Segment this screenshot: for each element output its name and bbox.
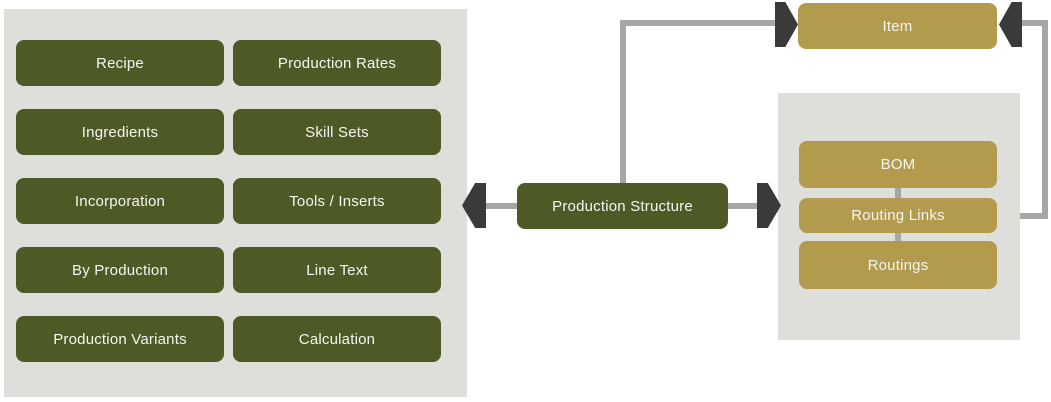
node-calculation: Calculation (233, 316, 441, 362)
node-incorporation: Incorporation (16, 178, 224, 224)
connector-ps-to-left-panel (486, 203, 517, 209)
node-routings: Routings (799, 241, 997, 289)
node-tools-inserts: Tools / Inserts (233, 178, 441, 224)
node-line-text: Line Text (233, 247, 441, 293)
right-arrowhead-into-item-icon (775, 2, 798, 47)
connector-item-right-vertical (1042, 20, 1048, 219)
node-ingredients: Ingredients (16, 109, 224, 155)
connector-routinglinks-routings (895, 233, 901, 242)
left-arrowhead-into-item-icon (999, 2, 1022, 47)
node-bom: BOM (799, 141, 997, 188)
connector-ps-to-item-horizontal (620, 20, 776, 26)
connector-item-right-horizontal (1021, 20, 1048, 26)
node-by-production: By Production (16, 247, 224, 293)
connector-bom-routinglinks (895, 188, 901, 198)
node-recipe: Recipe (16, 40, 224, 86)
connector-ps-to-item-vertical (620, 20, 626, 183)
node-skill-sets: Skill Sets (233, 109, 441, 155)
node-item: Item (798, 3, 997, 49)
node-production-structure: Production Structure (517, 183, 728, 229)
connector-to-routing-links (1020, 213, 1048, 219)
connector-ps-to-right-panel (728, 203, 758, 209)
node-production-variants: Production Variants (16, 316, 224, 362)
node-routing-links: Routing Links (799, 198, 997, 233)
node-production-rates: Production Rates (233, 40, 441, 86)
